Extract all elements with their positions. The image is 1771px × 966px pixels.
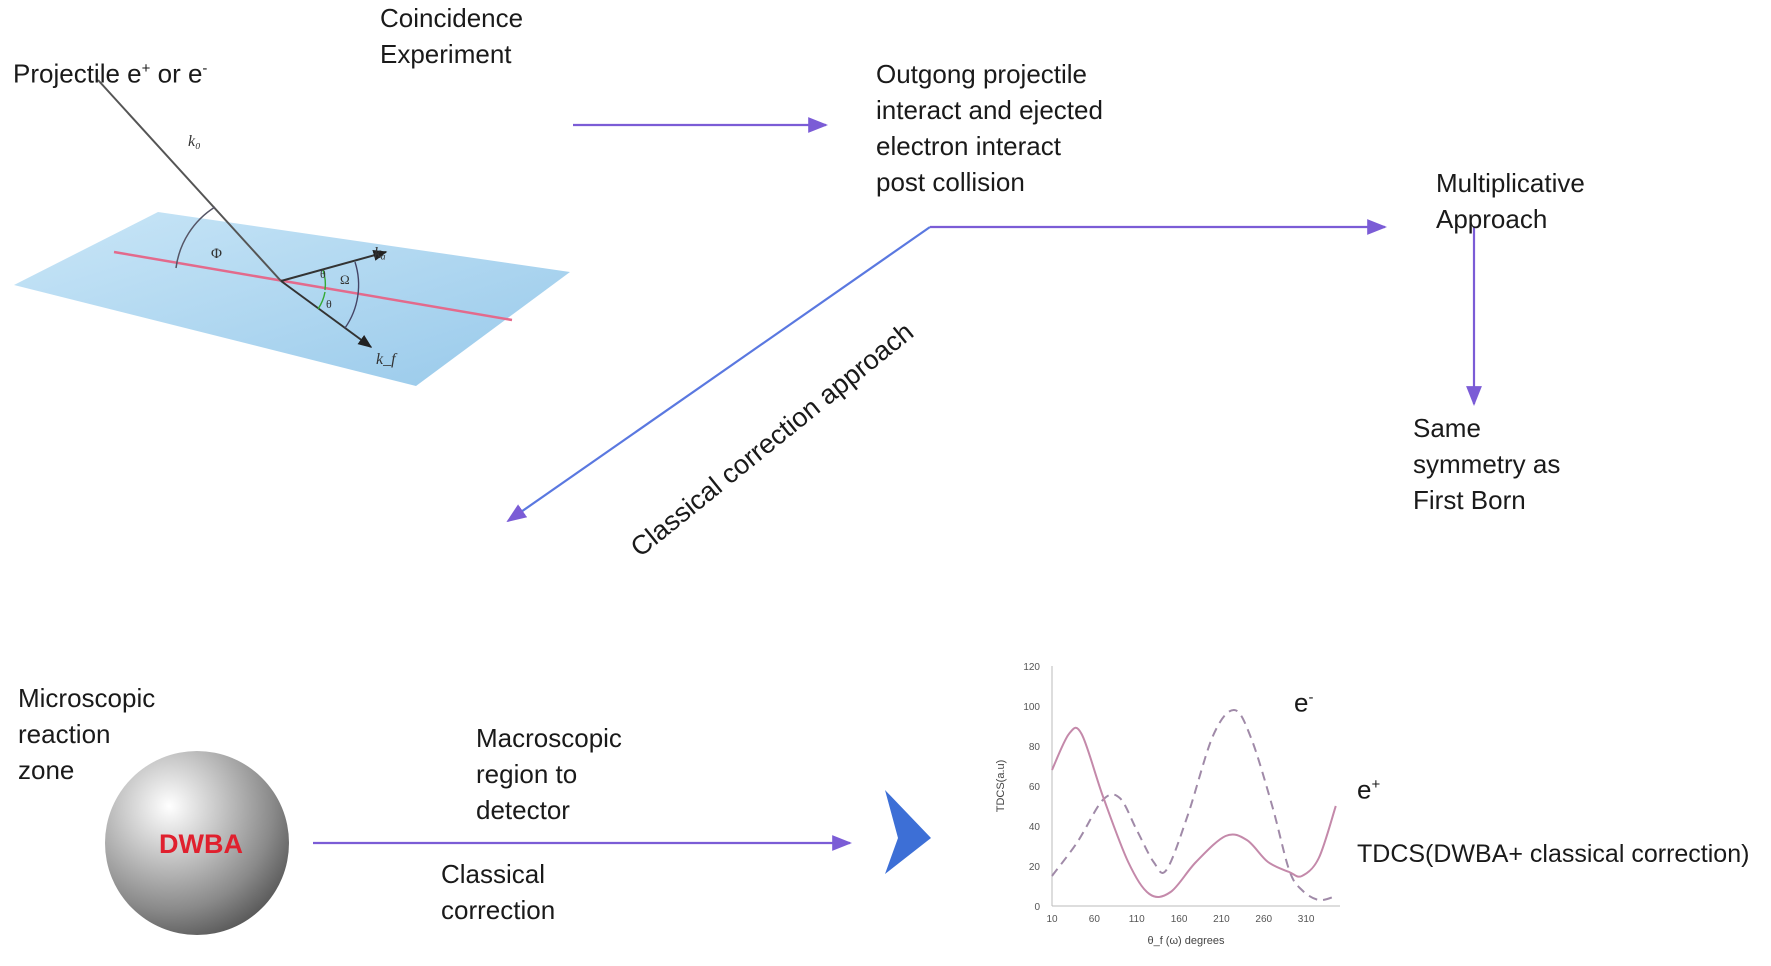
reference-axis-line [113, 250, 513, 322]
coincidence-experiment-label: Coincidence Experiment [380, 3, 524, 69]
scattering-plane [14, 212, 570, 386]
ka-label: kₐ [374, 245, 386, 262]
x-tick-label: 160 [1171, 914, 1188, 925]
arrow-classical-correction [506, 226, 931, 523]
x-tick-label: 210 [1213, 914, 1230, 925]
series-e-minus-line [1051, 709, 1337, 902]
k0-label: k₀ [188, 133, 201, 150]
kf-label: k_f [376, 351, 398, 368]
e-minus-label: e- [1294, 687, 1314, 718]
theta-a-label: θ [320, 267, 326, 281]
chart-ticks: 10 60 110 160 210 260 310 0 20 40 60 80 100 120 [1023, 662, 1315, 925]
outgoing-projectile-label: Outgong projectile interact and ejected … [876, 59, 1103, 197]
y-tick-label: 0 [1034, 902, 1040, 913]
dwba-label: DWBA [159, 829, 243, 859]
tdcs-caption-label: TDCS(DWBA+ classical correction) [1357, 840, 1750, 868]
y-tick-label: 60 [1029, 782, 1041, 793]
theta-a-arc [322, 269, 327, 291]
theta-f-arc [317, 291, 326, 310]
chevron-icon [885, 790, 931, 874]
x-tick-label: 10 [1046, 914, 1058, 925]
theta-f-label: θ [326, 297, 332, 311]
e-plus-label: e+ [1357, 774, 1381, 805]
y-tick-label: 120 [1023, 662, 1040, 673]
microscopic-reaction-zone-label: Microscopic reaction zone [18, 683, 156, 785]
phi-angle-arc [175, 206, 216, 269]
ejected-ka-line [280, 249, 388, 282]
incident-k0-line [97, 79, 282, 282]
x-tick-label: 310 [1298, 914, 1315, 925]
collision-geometry-illustration: k₀ kₐ k_f Φ θ θ Ω [14, 79, 570, 386]
chart-xlabel: θ_f (ω) degrees [1147, 935, 1225, 947]
omega-arc [344, 261, 360, 329]
classical-correction-approach-label: Classical correction approach [625, 316, 919, 562]
chart-ylabel: TDCS(a.u) [995, 760, 1007, 813]
y-tick-label: 20 [1029, 862, 1041, 873]
dwba-sphere [105, 751, 289, 935]
phi-label: Φ [211, 246, 222, 262]
projectile-label: Projectile e+ or e- [13, 58, 208, 89]
tdcs-chart: 10 60 110 160 210 260 310 0 20 40 60 80 100 120 TDCS(… [995, 662, 1340, 947]
scattered-kf-line [280, 280, 373, 348]
classical-correction-label: Classical correction [441, 859, 556, 925]
y-tick-label: 40 [1029, 822, 1041, 833]
series-e-plus-line [1051, 726, 1337, 898]
chart-lines [1051, 709, 1337, 902]
same-symmetry-label: Same symmetry as First Born [1413, 413, 1561, 515]
x-tick-label: 110 [1129, 914, 1145, 925]
y-tick-label: 100 [1023, 702, 1040, 713]
multiplicative-approach-label: Multiplicative Approach [1436, 168, 1585, 234]
omega-label: Ω [340, 272, 350, 287]
macroscopic-region-label: Macroscopic region to detector [476, 723, 622, 825]
x-tick-label: 60 [1089, 914, 1101, 925]
y-tick-label: 80 [1029, 742, 1041, 753]
x-tick-label: 260 [1255, 914, 1272, 925]
